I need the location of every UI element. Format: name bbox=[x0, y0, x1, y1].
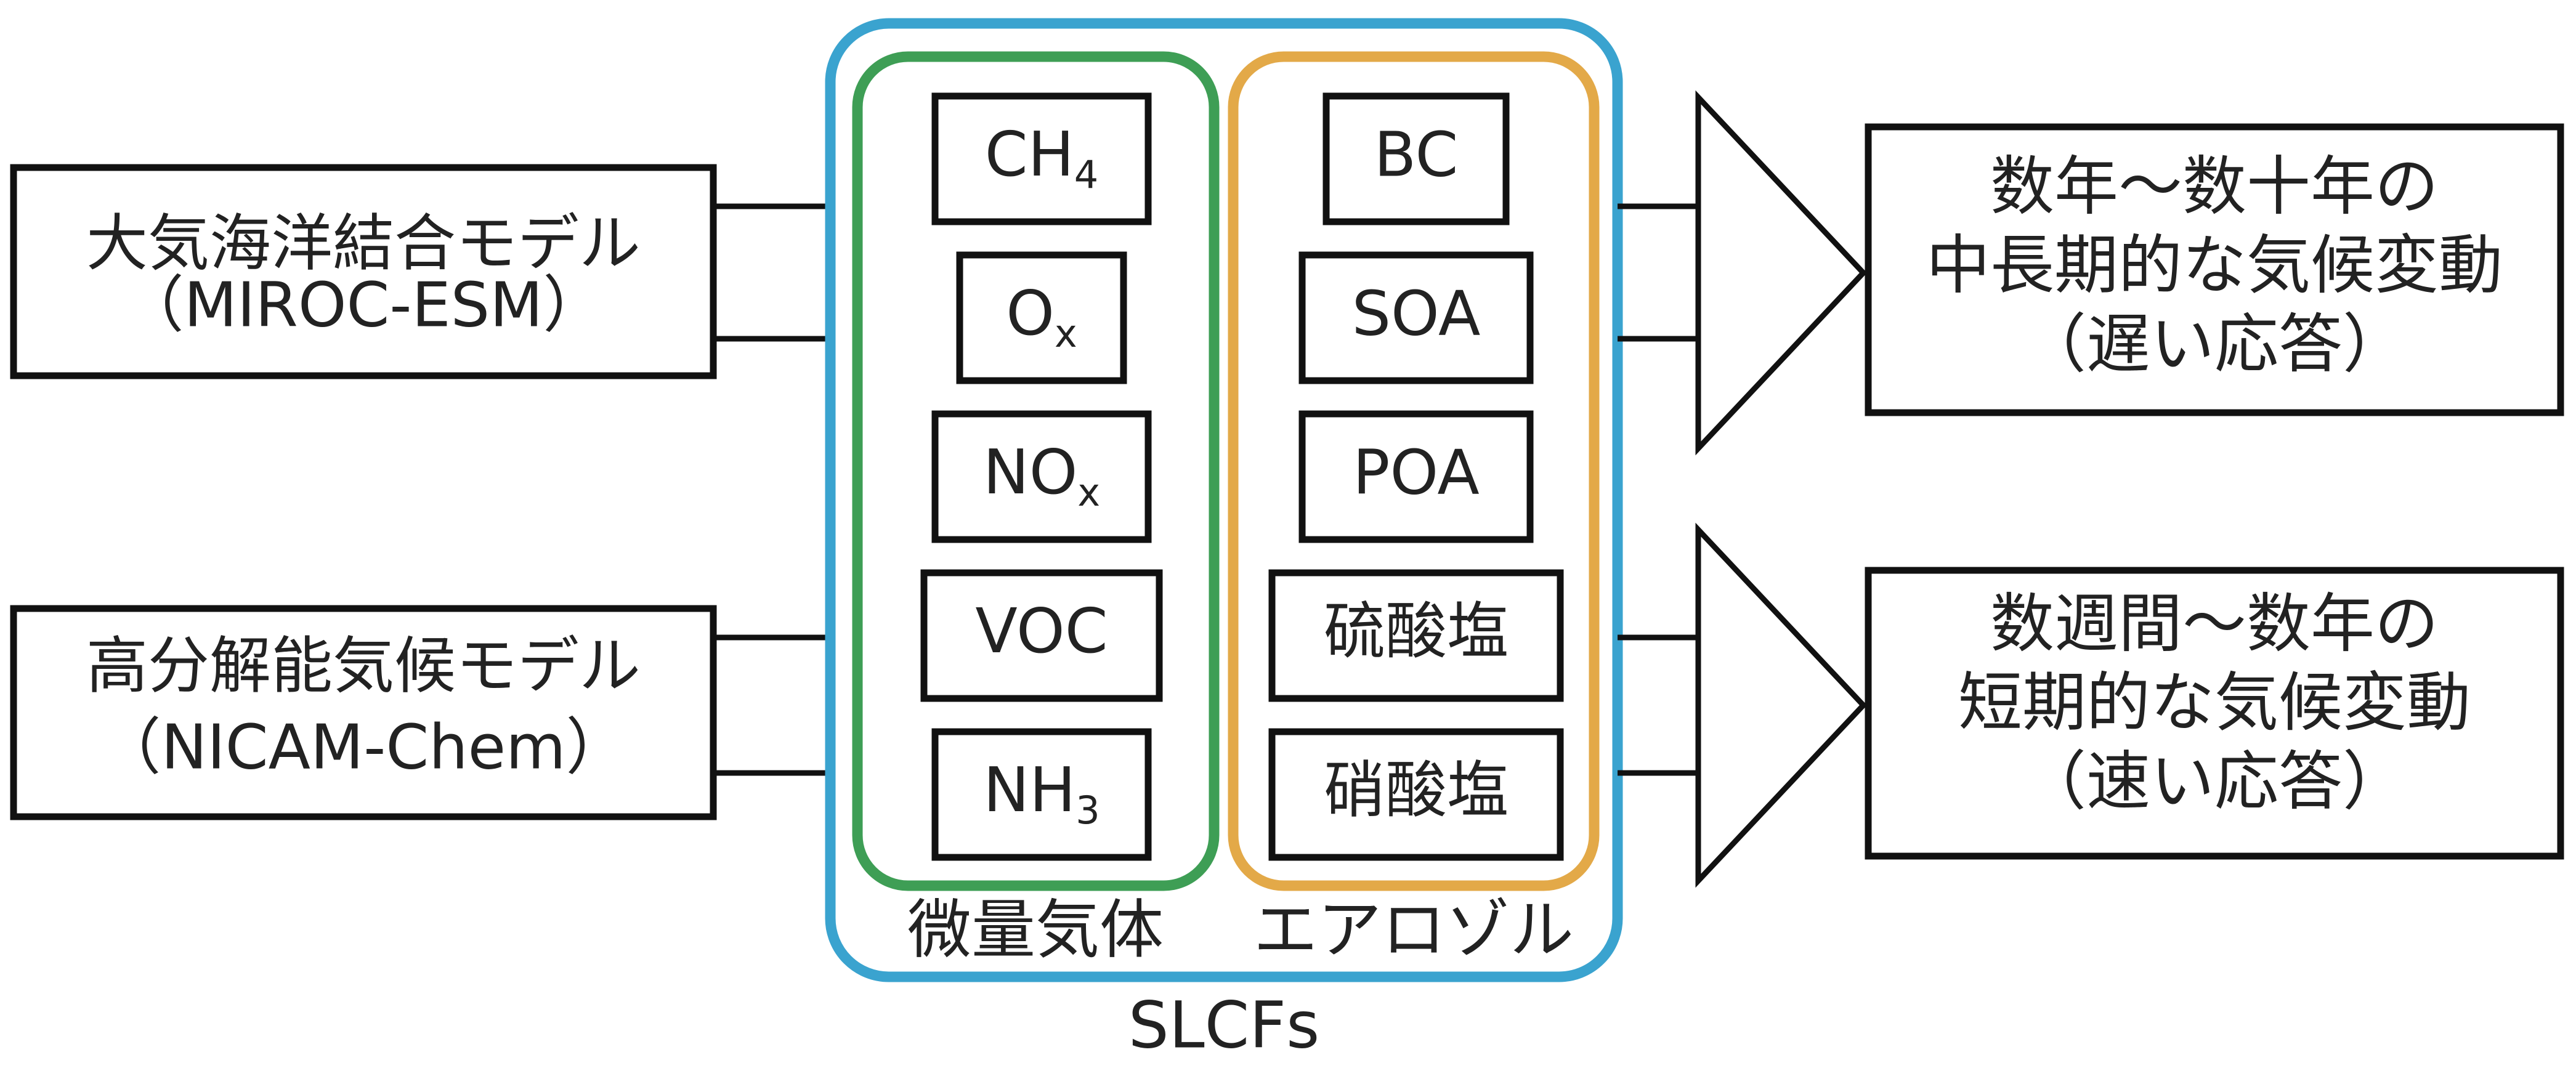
response-line: 短期的な気候変動 bbox=[1958, 665, 2471, 740]
gas-group-frame bbox=[852, 51, 1220, 891]
svg-text:VOC: VOC bbox=[975, 595, 1108, 667]
response-line: 数週間～数年の bbox=[1990, 586, 2439, 661]
aerosol-label: BC bbox=[1374, 118, 1459, 190]
gas-subscript: x bbox=[1055, 311, 1077, 356]
aerosol-label: POA bbox=[1353, 436, 1480, 508]
gas-formula: NO bbox=[983, 436, 1078, 508]
gas-item: NOx bbox=[931, 410, 1152, 543]
gas-group-label: 微量気体 bbox=[907, 892, 1164, 967]
aerosol-label: 硫酸塩 bbox=[1324, 595, 1509, 667]
response-line: （遅い応答） bbox=[2022, 306, 2407, 381]
gas-item: CH4 bbox=[931, 92, 1152, 225]
response-line: 数年～数十年の bbox=[1990, 148, 2439, 224]
response-box-slow: 数年～数十年の 中長期的な気候変動 （遅い応答） bbox=[1865, 123, 2564, 416]
gas-item: NH3 bbox=[931, 728, 1152, 861]
gas-item: Ox bbox=[956, 251, 1127, 384]
model-name: 大気海洋結合モデル bbox=[86, 207, 641, 279]
svg-text:NH3: NH3 bbox=[983, 754, 1100, 833]
aerosol-item: 硝酸塩 bbox=[1268, 728, 1564, 861]
gas-formula: CH bbox=[985, 118, 1074, 190]
gas-formula: VOC bbox=[975, 595, 1108, 667]
model-name: 高分解能気候モデル bbox=[86, 629, 641, 702]
model-code: （MIROC-ESM） bbox=[123, 269, 605, 341]
aerosol-group-label: エアロゾル bbox=[1254, 892, 1574, 967]
response-line: 中長期的な気候変動 bbox=[1926, 227, 2503, 302]
aerosol-label: 硝酸塩 bbox=[1324, 754, 1509, 826]
aerosol-group-frame bbox=[1228, 51, 1600, 891]
aerosol-item: 硫酸塩 bbox=[1268, 569, 1564, 702]
model-box-miroc: 大気海洋結合モデル （MIROC-ESM） bbox=[10, 164, 717, 379]
gas-item: VOC bbox=[920, 569, 1163, 702]
gas-subscript: 4 bbox=[1074, 152, 1098, 197]
connector-arrow-upper bbox=[1618, 90, 1868, 456]
aerosol-item: POA bbox=[1298, 410, 1534, 543]
gas-formula: NH bbox=[983, 754, 1075, 826]
connector-arrow-lower bbox=[1618, 522, 1868, 888]
slcf-group-frame bbox=[825, 18, 1623, 982]
gas-formula: O bbox=[1006, 277, 1055, 349]
response-box-fast: 数週間～数年の 短期的な気候変動 （速い応答） bbox=[1865, 567, 2564, 860]
aerosol-item: SOA bbox=[1298, 251, 1534, 384]
aerosol-item: BC bbox=[1322, 92, 1510, 225]
svg-text:Ox: Ox bbox=[1006, 277, 1077, 356]
svg-text:NOx: NOx bbox=[983, 436, 1100, 515]
model-code: （NICAM-Chem） bbox=[99, 711, 627, 783]
aerosol-label: SOA bbox=[1352, 277, 1481, 349]
gas-subscript: 3 bbox=[1075, 788, 1100, 833]
gas-subscript: x bbox=[1077, 470, 1100, 515]
response-line: （速い応答） bbox=[2022, 743, 2407, 819]
slcf-group-label: SLCFs bbox=[1128, 987, 1320, 1062]
model-box-nicam: 高分解能気候モデル （NICAM-Chem） bbox=[10, 605, 717, 820]
model-connectors bbox=[713, 203, 828, 776]
svg-text:CH4: CH4 bbox=[985, 118, 1098, 197]
